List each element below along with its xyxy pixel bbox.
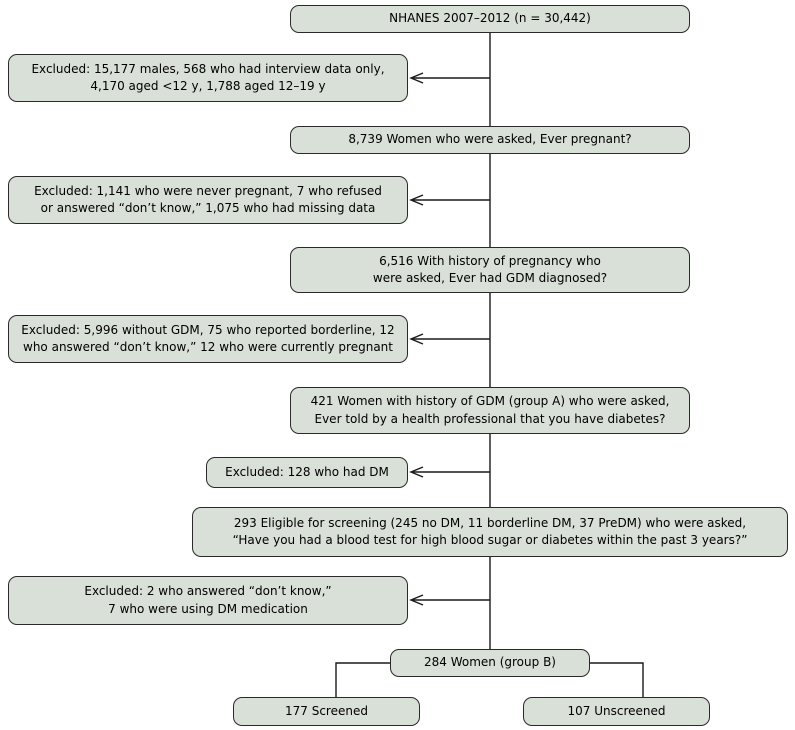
flow-box-history-of-pregnancy: 6,516 With history of pregnancy who were…: [290, 247, 690, 293]
excluded-box-text-line1: Excluded: 1,141 who were never pregnant,…: [34, 183, 382, 198]
excluded-box-text-line2: or answered “don’t know,” 1,075 who had …: [40, 201, 376, 215]
excluded-box-demographics: Excluded: 15,177 males, 568 who had inte…: [8, 54, 408, 102]
arrow-excl3: [409, 333, 490, 345]
flow-box-text-line1: 421 Women with history of GDM (group A) …: [310, 394, 670, 409]
arrow-excl4: [409, 466, 490, 478]
flow-box-text: 8,739 Women who were asked, Ever pregnan…: [348, 132, 632, 147]
arrow-excl2: [409, 194, 490, 206]
arrow-excl5: [409, 594, 490, 606]
flow-box-women-group-b: 284 Women (group B): [390, 649, 590, 677]
excluded-box-text-line2: 4,170 aged <12 y, 1,788 aged 12–19 y: [90, 79, 326, 93]
flow-box-text: 284 Women (group B): [424, 655, 556, 670]
excluded-box-text-line1: Excluded: 2 who answered “don’t know,”: [84, 584, 332, 599]
flow-box-text-line1: 6,516 With history of pregnancy who: [379, 253, 601, 268]
excluded-box-had-dm: Excluded: 128 who had DM: [206, 457, 408, 488]
excluded-box-text-line1: Excluded: 5,996 without GDM, 75 who repo…: [21, 322, 395, 337]
excluded-box-text-line1: Excluded: 15,177 males, 568 who had inte…: [31, 61, 385, 76]
excluded-box-never-pregnant: Excluded: 1,141 who were never pregnant,…: [8, 176, 408, 224]
flow-box-text-line1: 293 Eligible for screening (245 no DM, 1…: [233, 515, 747, 530]
flow-box-eligible-for-screening: 293 Eligible for screening (245 no DM, 1…: [192, 507, 788, 557]
flow-box-gdm-history-group-a: 421 Women with history of GDM (group A) …: [290, 387, 690, 434]
flow-box-text-line2: were asked, Ever had GDM diagnosed?: [372, 271, 608, 285]
flow-box-women-asked-ever-pregnant: 8,739 Women who were asked, Ever pregnan…: [290, 126, 690, 154]
flow-box-text: NHANES 2007–2012 (n = 30,442): [389, 11, 591, 26]
flow-box-unscreened: 107 Unscreened: [523, 697, 710, 726]
flow-box-nhanes-total: NHANES 2007–2012 (n = 30,442): [290, 5, 690, 33]
excluded-box-text-line2: 7 who were using DM medication: [108, 601, 308, 616]
excluded-box-text-line2: who answered “don’t know,” 12 who were c…: [23, 340, 393, 354]
flow-box-text: 107 Unscreened: [567, 703, 666, 718]
flow-box-text-line2: Ever told by a health professional that …: [314, 411, 666, 426]
excluded-box-without-gdm: Excluded: 5,996 without GDM, 75 who repo…: [8, 315, 408, 363]
excluded-box-dont-know-medication: Excluded: 2 who answered “don’t know,” 7…: [8, 576, 408, 625]
arrow-excl1: [409, 72, 490, 84]
flow-box-text-line2: “Have you had a blood test for high bloo…: [232, 533, 748, 547]
excluded-box-text: Excluded: 128 who had DM: [225, 464, 389, 479]
flow-box-text: 177 Screened: [285, 703, 368, 718]
flow-box-screened: 177 Screened: [233, 697, 420, 726]
